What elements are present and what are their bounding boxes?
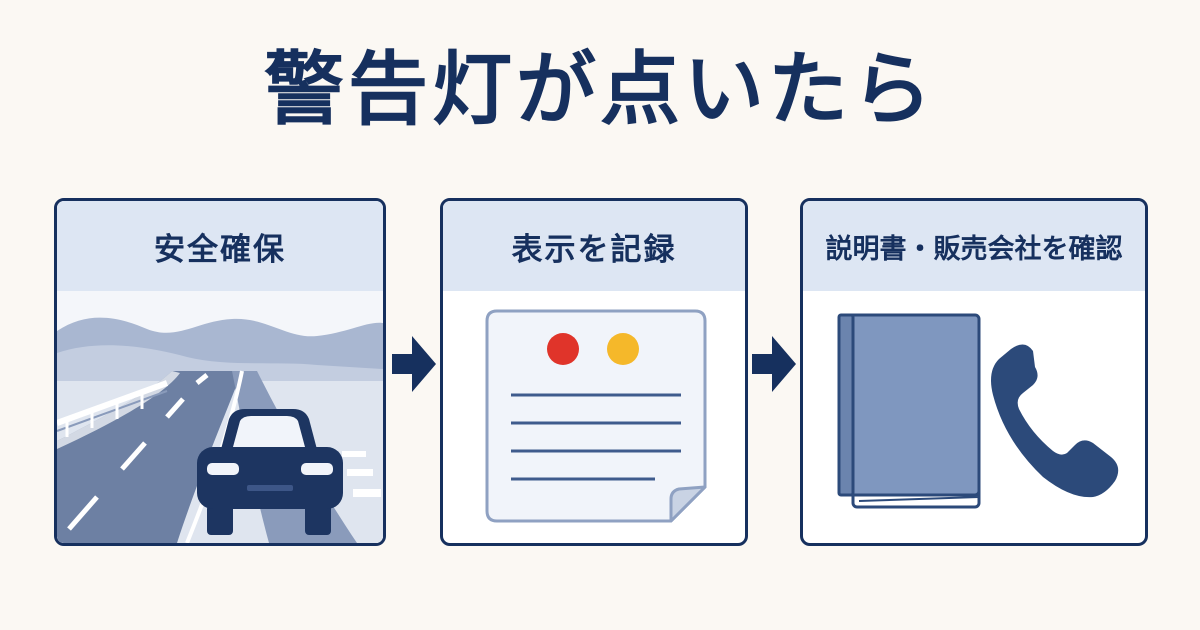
- page-title: 警告灯が点いたら: [264, 43, 936, 136]
- step-panel-check-manual-dealer: 説明書・販売会社を確認: [800, 198, 1148, 546]
- step-label-check-manual-dealer: 説明書・販売会社を確認: [803, 201, 1145, 291]
- step-panel-safety: 安全確保: [54, 198, 386, 546]
- book-icon: [837, 313, 981, 509]
- note-with-lamps-icon: [443, 291, 745, 543]
- step-panel-record: 表示を記録: [440, 198, 748, 546]
- car-on-road-shoulder-icon: [57, 291, 383, 543]
- step-label-record: 表示を記録: [443, 201, 745, 291]
- phone-icon: [991, 344, 1119, 498]
- right-arrow-icon: [752, 336, 796, 392]
- right-arrow-icon: [392, 336, 436, 392]
- step-label-safety: 安全確保: [57, 201, 383, 291]
- manual-and-phone-icon: [803, 291, 1145, 543]
